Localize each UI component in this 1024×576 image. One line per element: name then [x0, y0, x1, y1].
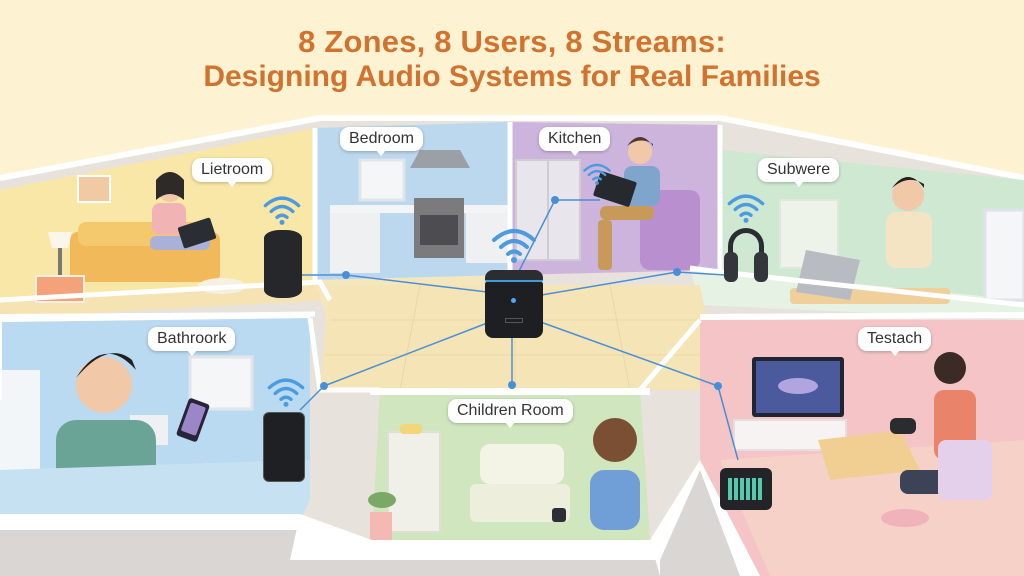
wifi-icon-study [727, 194, 765, 223]
wifi-icon-kitchen [583, 163, 611, 185]
audio-mixer-pad-teen[interactable] [720, 468, 772, 510]
room-label-children: Children Room [448, 399, 573, 428]
connection-node-kitchen [551, 196, 559, 204]
room-label-living: Lietroom [192, 158, 273, 187]
title-line-2: Designing Audio Systems for Real Familie… [203, 60, 821, 93]
smart-speaker-living[interactable] [264, 230, 302, 298]
kitchen-zone [510, 122, 720, 275]
room-label-bedroom: Bedroom [340, 127, 423, 156]
room-label-teen: Testach [858, 327, 932, 356]
title-line-1: 8 Zones, 8 Users, 8 Streams: [298, 24, 726, 59]
wifi-icon-bathroom [267, 378, 305, 407]
connection-node-teen [714, 382, 722, 390]
connection-node-children [508, 381, 516, 389]
study-zone [690, 150, 1024, 320]
smart-speaker-bathroom[interactable] [263, 412, 305, 482]
bathroom-zone [0, 312, 312, 520]
connection-node-study [673, 268, 681, 276]
wifi-icon-living [263, 196, 301, 225]
wifi-icon-hub [492, 229, 536, 263]
room-label-kitchen: Kitchen [539, 127, 611, 156]
room-label-bathroom: Bathroork [148, 327, 236, 356]
wireless-headphones-study[interactable] [724, 228, 768, 288]
teen-room-zone [700, 312, 1024, 576]
connection-node-living [342, 271, 350, 279]
connection-node-bathroom [320, 382, 328, 390]
children-room-zone [368, 388, 650, 540]
central-audio-hub[interactable] [485, 270, 543, 338]
room-label-study: Subwere [758, 158, 840, 187]
